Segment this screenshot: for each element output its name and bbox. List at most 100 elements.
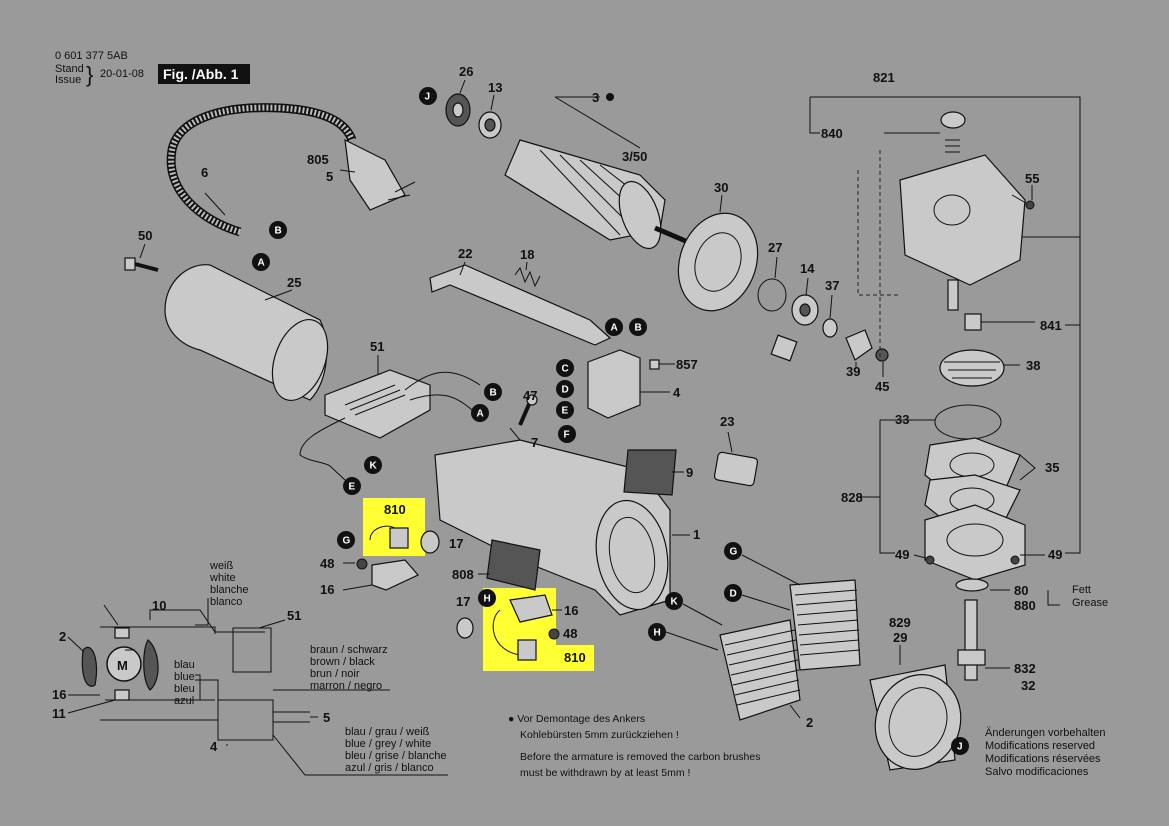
screw-50-head bbox=[124, 257, 136, 271]
label-29: 29 bbox=[893, 630, 907, 645]
leader-50 bbox=[139, 243, 146, 259]
electronic-module-51 bbox=[324, 369, 431, 439]
fan-30-inner bbox=[694, 232, 742, 292]
badge-a-switch: A bbox=[605, 318, 623, 336]
label-80: 80 bbox=[1014, 583, 1028, 598]
leader-w10 bbox=[103, 604, 119, 626]
bracket-blue bbox=[195, 674, 201, 700]
svg-text:A: A bbox=[611, 323, 618, 334]
badge-g-brush: G bbox=[337, 531, 355, 549]
leader-22 bbox=[459, 261, 466, 276]
label-55: 55 bbox=[1025, 171, 1039, 186]
badge-b-switch: B bbox=[629, 318, 647, 336]
motor-symbol bbox=[106, 646, 142, 682]
leader-14 bbox=[805, 277, 809, 296]
label-4: 4 bbox=[673, 385, 681, 400]
fan-30 bbox=[677, 212, 759, 312]
wire-mixed-de: blau / grau / weiß bbox=[345, 726, 430, 738]
wire-h bbox=[665, 631, 719, 651]
guard-29-inner bbox=[888, 687, 948, 757]
label-47: 47 bbox=[523, 388, 537, 403]
changes-fr: Modifications réservées bbox=[985, 753, 1101, 765]
issue-label: Issue bbox=[55, 74, 81, 86]
svg-text:A: A bbox=[258, 258, 265, 269]
leader-16a bbox=[342, 584, 373, 591]
leader-w51 bbox=[258, 619, 286, 629]
svg-text:C: C bbox=[562, 364, 569, 375]
module-51-lead bbox=[299, 417, 346, 481]
brush-symbol-bottom bbox=[114, 689, 130, 701]
badge-j-guard: J bbox=[951, 737, 969, 755]
label-18: 18 bbox=[520, 247, 534, 262]
label-49-right: 49 bbox=[1048, 547, 1062, 562]
wire-mixed-fr: bleu / grise / blanche bbox=[345, 750, 447, 762]
stand-label: Stand bbox=[55, 63, 84, 75]
switch-4 bbox=[587, 349, 641, 419]
label-26: 26 bbox=[459, 64, 473, 79]
label-6: 6 bbox=[201, 165, 208, 180]
label-9: 9 bbox=[686, 465, 693, 480]
leader-26 bbox=[459, 79, 466, 94]
badge-f: F bbox=[558, 425, 576, 443]
badge-k-module: K bbox=[364, 456, 382, 474]
svg-text:F: F bbox=[564, 430, 570, 441]
flange-828-bore bbox=[946, 523, 1004, 557]
badge-e-switch: E bbox=[556, 401, 574, 419]
leader-13 bbox=[490, 94, 495, 111]
svg-text:B: B bbox=[275, 226, 282, 237]
plug-pin-1 bbox=[394, 181, 416, 193]
badge-e-module: E bbox=[343, 477, 361, 495]
badge-d-coil: D bbox=[724, 584, 742, 602]
pin-gearhead bbox=[947, 279, 959, 311]
label-5: 5 bbox=[326, 169, 333, 184]
switch-box-4 bbox=[217, 699, 274, 741]
field-coil-symbol-right bbox=[143, 639, 159, 691]
label-1: 1 bbox=[693, 527, 700, 542]
wiring-label-16: 16 bbox=[52, 687, 66, 702]
wiring-label-2: 2 bbox=[59, 629, 66, 644]
wire-brown-fr: brun / noir bbox=[310, 668, 360, 680]
badge-k-coil: K bbox=[665, 592, 683, 610]
guard-29-bowl bbox=[874, 674, 962, 770]
label-16-upper: 16 bbox=[320, 582, 334, 597]
label-48-upper: 48 bbox=[320, 556, 334, 571]
label-821: 821 bbox=[873, 70, 895, 85]
housing-25-opening bbox=[271, 319, 329, 401]
motor-housing-1-bore bbox=[608, 516, 656, 594]
wire-brown-de: braun / schwarz bbox=[310, 644, 388, 656]
wire-k bbox=[682, 603, 723, 626]
grease-symbol bbox=[1047, 590, 1060, 606]
label-30: 30 bbox=[714, 180, 728, 195]
screw-857 bbox=[649, 359, 660, 370]
svg-text:J: J bbox=[957, 742, 963, 753]
spindle-32 bbox=[964, 599, 978, 681]
screw-49a bbox=[925, 555, 935, 565]
motor-housing-1-flange bbox=[595, 499, 669, 611]
svg-text:H: H bbox=[484, 594, 491, 605]
badge-c: C bbox=[556, 359, 574, 377]
leader-3a bbox=[554, 96, 641, 149]
field-coil-symbol-left bbox=[81, 647, 98, 687]
wiring-label-51: 51 bbox=[287, 608, 301, 623]
changes-es: Salvo modificaciones bbox=[985, 766, 1089, 778]
field-coil-right-windings bbox=[794, 589, 861, 656]
badge-b-module: B bbox=[484, 383, 502, 401]
label-828: 828 bbox=[841, 490, 863, 505]
wire-brown-en: brown / black bbox=[310, 656, 375, 668]
module-51-wires bbox=[404, 371, 481, 411]
brush-holder-16b bbox=[509, 594, 553, 623]
label-2: 2 bbox=[806, 715, 813, 730]
spindle-collar bbox=[957, 649, 986, 666]
label-45: 45 bbox=[875, 379, 889, 394]
footnote-line-3: Before the armature is removed the carbo… bbox=[520, 751, 760, 763]
spring-17a bbox=[420, 530, 440, 554]
gear-38 bbox=[939, 349, 1005, 387]
label-38: 38 bbox=[1026, 358, 1040, 373]
leader-30 bbox=[719, 194, 723, 213]
washer-37 bbox=[822, 318, 838, 338]
leader-25 bbox=[264, 289, 293, 301]
bracket-35 bbox=[1019, 454, 1036, 481]
changes-de: Änderungen vorbehalten bbox=[985, 727, 1105, 739]
pinion-39 bbox=[845, 329, 873, 361]
footnote-line-2: Kohlebürsten 5mm zurückziehen ! bbox=[520, 729, 679, 741]
